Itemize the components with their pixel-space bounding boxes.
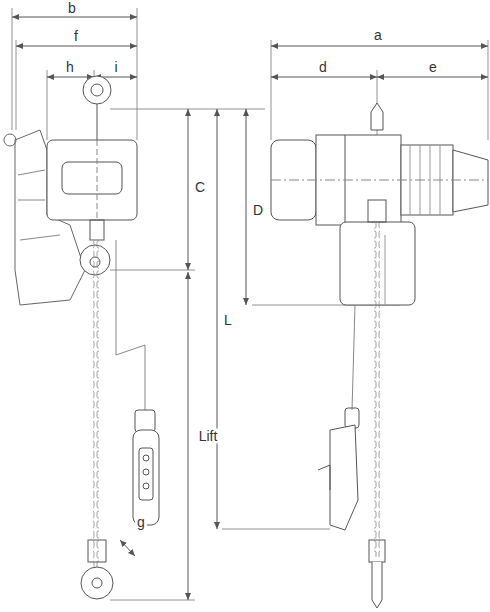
dimension-label: h — [64, 60, 76, 75]
dimension-label: a — [372, 28, 384, 43]
dimension-label: Lift — [197, 429, 220, 444]
dimension-label: e — [427, 60, 439, 75]
dimension-label: f — [72, 29, 80, 44]
dimension-label: g — [135, 515, 147, 530]
dimension-label: i — [112, 60, 119, 75]
dimension-label: L — [222, 313, 234, 328]
dimension-label: C — [193, 180, 207, 195]
dimension-label: b — [66, 1, 78, 16]
dimension-label: d — [317, 60, 329, 75]
dimension-label: D — [251, 203, 265, 218]
